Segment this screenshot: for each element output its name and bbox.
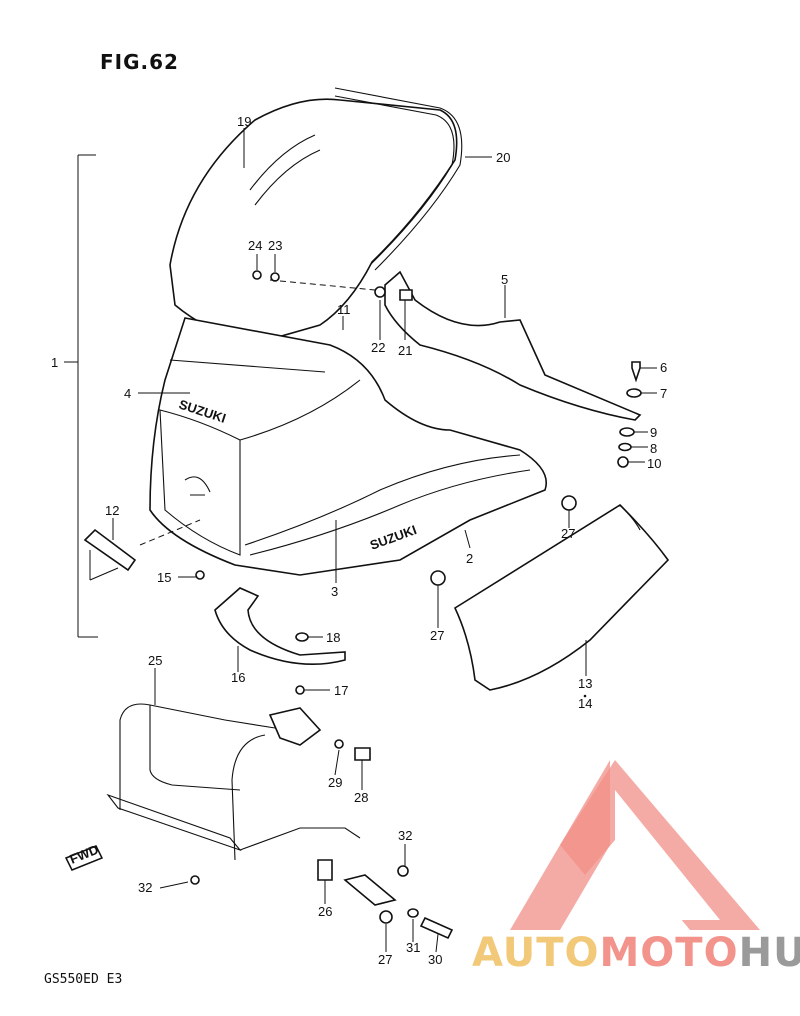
callout-28: 28 — [354, 790, 368, 805]
screw-32-right — [397, 865, 409, 877]
callout-9: 9 — [650, 425, 657, 440]
grommet-22 — [374, 286, 386, 298]
callout-16: 16 — [231, 670, 245, 685]
watermark-moto: MOTO — [599, 930, 739, 976]
callout-2: 2 — [466, 551, 473, 566]
callout-20: 20 — [496, 150, 510, 165]
callout-7: 7 — [660, 386, 667, 401]
grommet-27-bottom — [379, 910, 393, 924]
screw-17 — [295, 685, 305, 695]
nut-10 — [617, 456, 629, 468]
watermark-hub: HUB — [738, 930, 800, 976]
fairing-cowl — [149, 317, 547, 576]
callout-15: 15 — [157, 570, 171, 585]
callout-29: 29 — [328, 775, 342, 790]
callout-14: 14 — [578, 696, 592, 711]
washer-23 — [270, 272, 280, 282]
bracket-right — [343, 874, 397, 906]
washer-29 — [334, 739, 344, 749]
hardware — [190, 270, 642, 940]
callout-24: 24 — [248, 238, 262, 253]
callout-32-right: 32 — [398, 828, 412, 843]
callout-3: 3 — [331, 584, 338, 599]
windscreen-trim — [334, 87, 463, 271]
callout-32-left: 32 — [138, 880, 152, 895]
fairing-frame — [106, 703, 361, 861]
grommet-27-mid — [430, 570, 446, 586]
callout-27-mid: 27 — [430, 628, 444, 643]
grommet-27-top — [561, 495, 577, 511]
callout-11: 11 — [337, 302, 351, 317]
bolt-28 — [354, 747, 371, 761]
callout-dot — [583, 694, 587, 698]
lower-cowl-panel — [453, 503, 670, 691]
washer-8 — [618, 442, 632, 452]
callout-17: 17 — [334, 683, 348, 698]
side-bracket — [384, 270, 642, 421]
callout-10: 10 — [647, 456, 661, 471]
callout-8: 8 — [650, 441, 657, 456]
nut-18 — [295, 632, 309, 642]
callout-21: 21 — [398, 343, 412, 358]
callout-25: 25 — [148, 653, 162, 668]
callout-12: 12 — [105, 503, 119, 518]
mounting-plate — [83, 528, 137, 581]
model-code: GS550ED E3 — [44, 972, 123, 987]
watermark-logo-icon — [510, 760, 760, 930]
callout-31: 31 — [406, 940, 420, 955]
collar-26 — [317, 859, 333, 881]
callout-27-bottom: 27 — [378, 952, 392, 967]
watermark-text: AUTOMOTOHUB — [472, 930, 800, 976]
callout-27-top: 27 — [561, 526, 575, 541]
fwd-arrow-icon: FWD — [64, 842, 104, 871]
screw-21 — [399, 289, 413, 301]
callout-26: 26 — [318, 904, 332, 919]
lower-stay — [214, 587, 346, 665]
callout-30: 30 — [428, 952, 442, 967]
bolt-30 — [419, 916, 454, 940]
group-bracket — [64, 154, 98, 638]
callout-19: 19 — [237, 114, 251, 129]
callout-23: 23 — [268, 238, 282, 253]
nut-24 — [252, 270, 262, 280]
callout-18: 18 — [326, 630, 340, 645]
screw-6 — [631, 361, 641, 383]
leader-lines — [112, 128, 657, 953]
washer-9 — [619, 427, 635, 437]
figure-title: FIG.62 — [100, 50, 179, 74]
washer-7 — [626, 388, 642, 398]
callout-1: 1 — [51, 355, 58, 370]
screw-15 — [195, 570, 205, 580]
washer-31 — [407, 908, 419, 918]
callout-4: 4 — [124, 386, 131, 401]
callout-6: 6 — [660, 360, 667, 375]
callout-5: 5 — [501, 272, 508, 287]
callout-labels: 1 2 3 4 5 6 7 8 9 10 11 12 13 14 15 16 1… — [51, 114, 667, 967]
callout-22: 22 — [371, 340, 385, 355]
screw-32-left — [190, 875, 200, 885]
watermark-auto: AUTO — [472, 930, 600, 976]
callout-13: 13 — [578, 676, 592, 691]
